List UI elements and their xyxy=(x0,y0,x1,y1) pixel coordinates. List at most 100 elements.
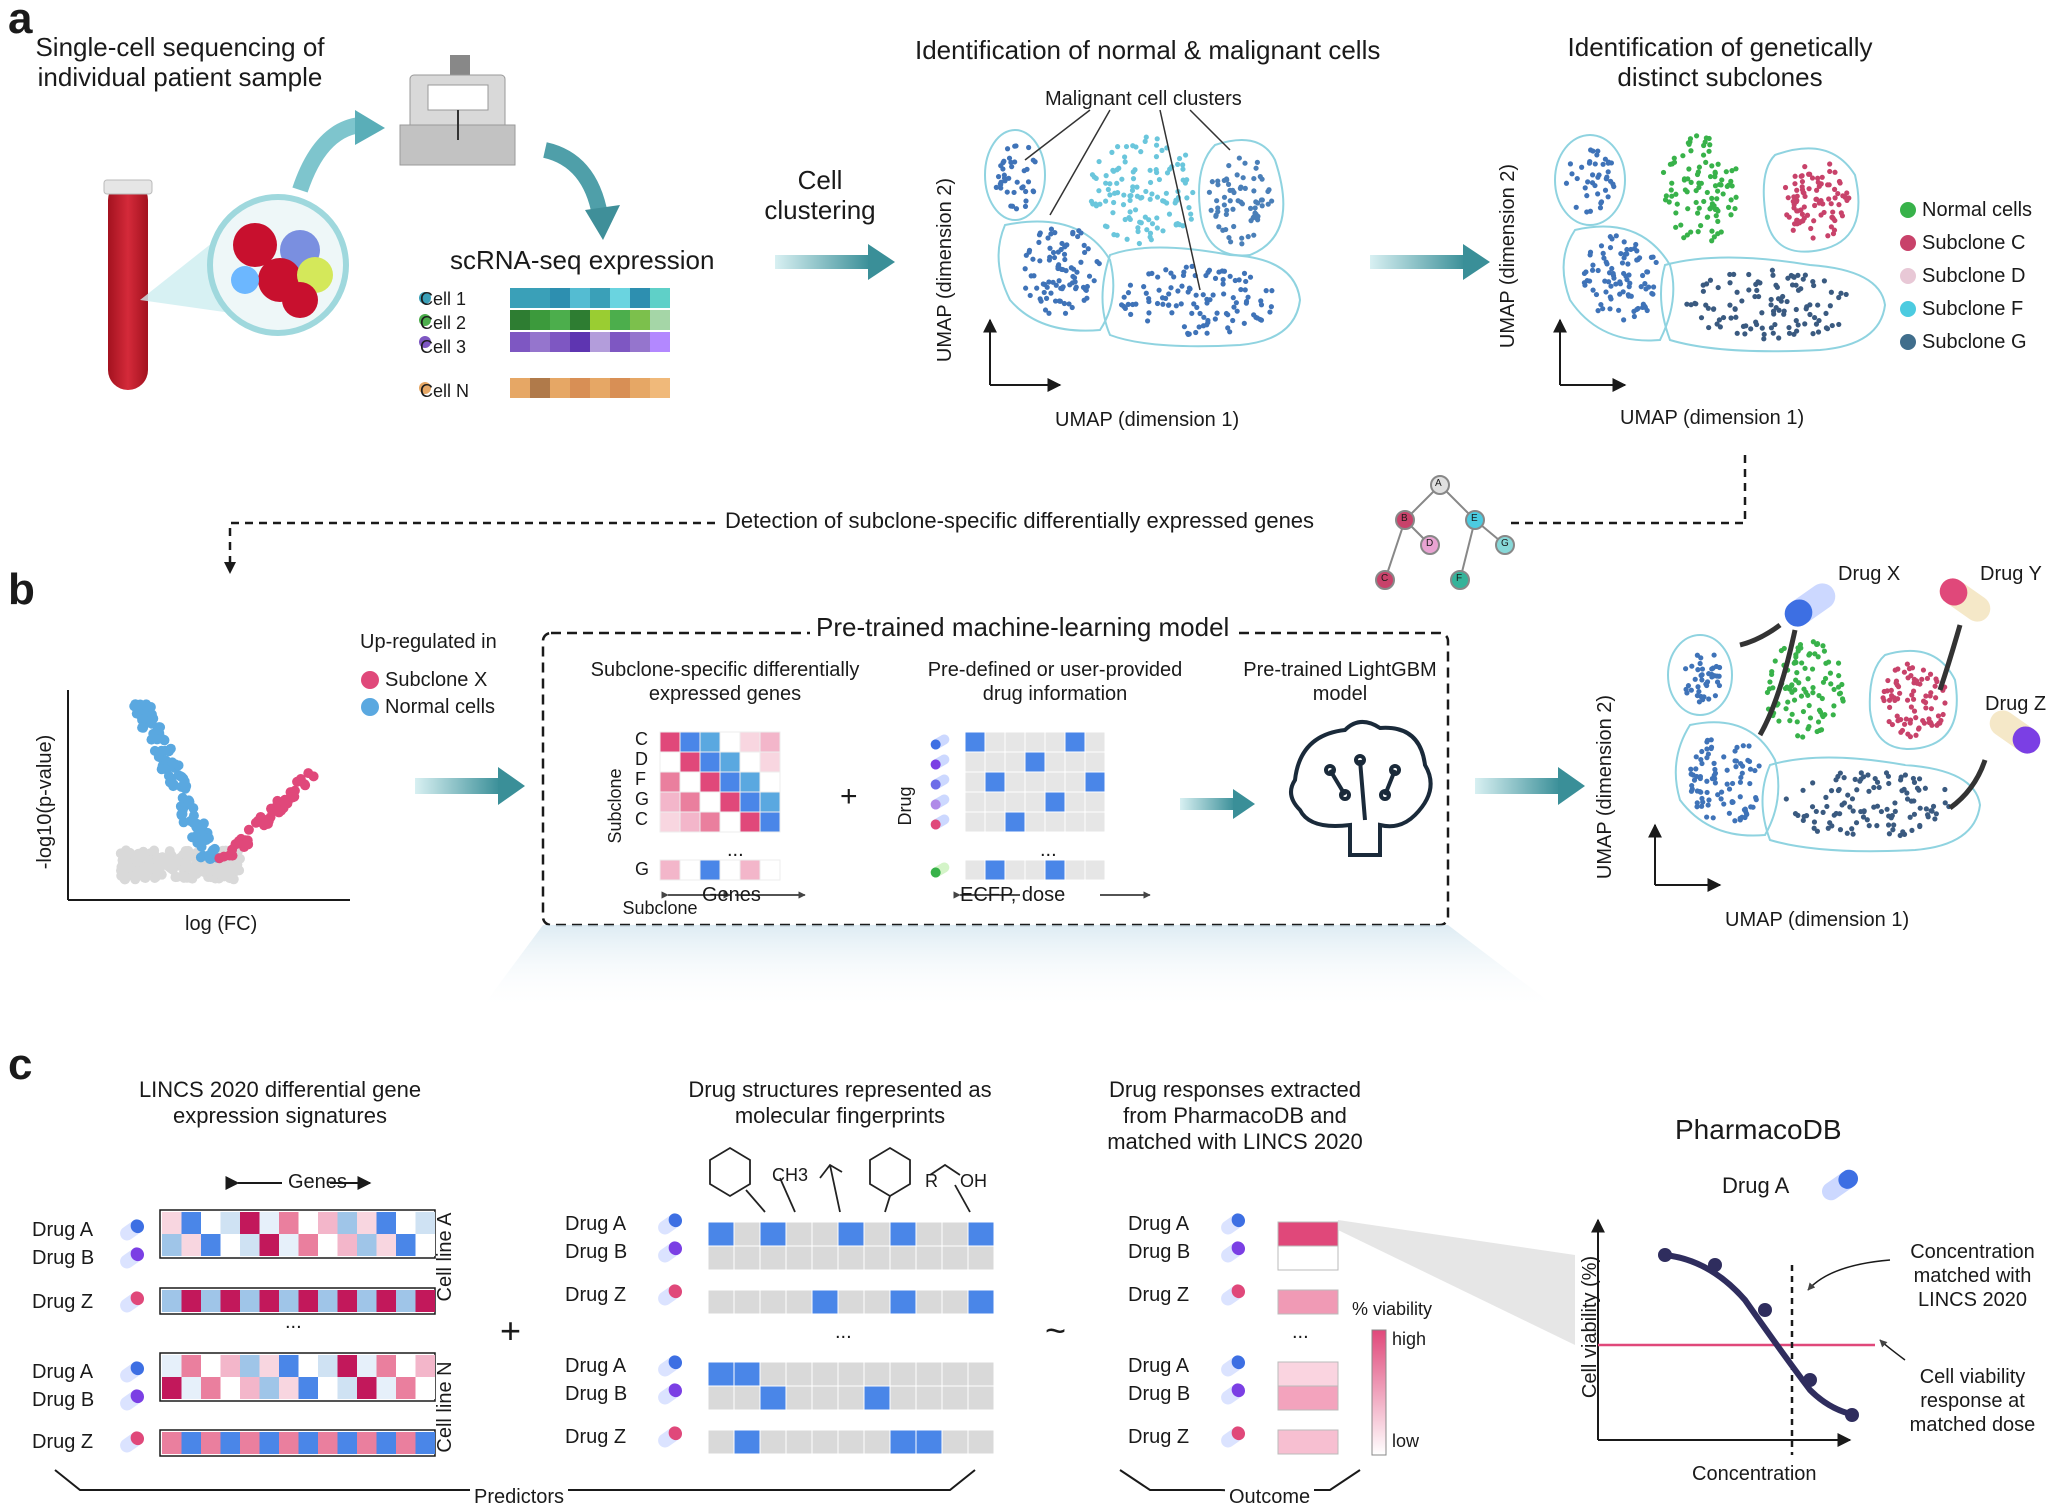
subclone-vertical: Subclone xyxy=(605,768,625,844)
cell-line-n-label: Cell line N xyxy=(434,1361,456,1453)
brain-circuit-icon xyxy=(1289,720,1433,857)
model-shadow xyxy=(480,925,1560,1010)
dashed-connector xyxy=(228,455,1747,565)
legend-subclone-c: Subclone C xyxy=(1922,232,2026,254)
r-label: R xyxy=(925,1171,938,1191)
row-d: D xyxy=(635,749,648,769)
scrna-heatmap xyxy=(419,288,670,398)
lincs-title: LINCS 2020 differential gene expression … xyxy=(138,1077,422,1128)
genes-label-b: Genes xyxy=(702,884,761,906)
legend-subclone-x: Subclone X xyxy=(385,669,488,691)
panel-label-a: a xyxy=(8,0,33,43)
ellipsis-out: ... xyxy=(1292,1321,1309,1343)
drug-row-label: Drug Z xyxy=(32,1291,94,1313)
umap2-points xyxy=(1563,133,1852,342)
cell-1-label: Cell 1 xyxy=(420,289,467,309)
resp-title: Drug responses extracted from PharmacoDB… xyxy=(1107,1077,1363,1154)
umap2-y-label: UMAP (dimension 2) xyxy=(1497,163,1519,349)
legend-subclone-d: Subclone D xyxy=(1922,265,2026,287)
drug-row-label: Drug B xyxy=(565,1241,628,1263)
drug-row-label: Drug Z xyxy=(565,1426,627,1448)
umap2-x-label: UMAP (dimension 1) xyxy=(1620,407,1805,429)
drug-row-label: Drug Z xyxy=(32,1431,94,1453)
pill-icons-c xyxy=(120,1213,1245,1453)
umap1-y-label: UMAP (dimension 2) xyxy=(934,177,956,363)
id-subclones-title: Identification of genetically distinct s… xyxy=(1567,32,1873,92)
tree-node-c: C xyxy=(1381,573,1389,584)
phylogeny-tree xyxy=(1375,475,1515,590)
drug-row-label: Drug A xyxy=(1128,1355,1190,1377)
genes-label-c: Genes xyxy=(288,1171,347,1193)
volcano-y-label: -log10(p-value) xyxy=(34,734,56,870)
drug-row-label: Drug A xyxy=(1128,1213,1190,1235)
lincs-matrix xyxy=(159,1209,436,1457)
drug-row-label: Drug B xyxy=(32,1247,95,1269)
ch3-label: CH3 xyxy=(772,1165,809,1185)
step-single-cell: Single-cell sequencing of individual pat… xyxy=(35,32,325,92)
molecule-sketches xyxy=(709,1146,971,1213)
cell-line-a-label: Cell line A xyxy=(434,1212,456,1302)
deg-title: Subclone-specific differentially express… xyxy=(590,659,860,705)
row-c1: C xyxy=(635,729,648,749)
subclone-legend-dots xyxy=(1900,202,1916,350)
cell-clustering-label: Cell clustering xyxy=(764,165,876,225)
drug-row-label: Drug B xyxy=(1128,1383,1191,1405)
viability-response-label: Cell viability response at matched dose xyxy=(1909,1366,2036,1436)
lightgbm-title: Pre-trained LightGBM model xyxy=(1243,659,1437,705)
legend-normal-cells: Normal cells xyxy=(385,696,496,718)
drug-row-label: Drug Z xyxy=(1128,1284,1190,1306)
panel-label-c: c xyxy=(8,1040,33,1089)
drug-row-label: Drug B xyxy=(565,1383,628,1405)
cell-viability-label: Cell viability (%) xyxy=(1579,1255,1601,1399)
pharmacodb-title: PharmacoDB xyxy=(1675,1114,1842,1145)
pill-drug-a xyxy=(1821,1169,1859,1201)
tilde-c: ~ xyxy=(1045,1310,1067,1351)
sequencer-icon xyxy=(399,55,516,166)
fp-title: Drug structures represented as molecular… xyxy=(688,1077,992,1128)
legend-normal: Normal cells xyxy=(1922,199,2033,221)
ellipsis-lincs: ... xyxy=(285,1311,302,1333)
plus-c: + xyxy=(500,1310,522,1351)
row-c2: C xyxy=(635,809,648,829)
drug-row-label: Drug Z xyxy=(1128,1426,1190,1448)
drug-row-label: Drug A xyxy=(565,1213,627,1235)
pill-icons-b xyxy=(1784,578,2041,754)
volcano-x-label: log (FC) xyxy=(185,913,258,935)
plus-b: + xyxy=(840,780,858,813)
oh-label: OH xyxy=(960,1171,987,1191)
conc-matched-label: Concentration matched with LINCS 2020 xyxy=(1910,1241,2035,1311)
viability-label: % viability xyxy=(1352,1299,1433,1319)
drug-z-label: Drug Z xyxy=(1985,693,2047,715)
tree-node-f: F xyxy=(1456,573,1463,584)
drug-row-label: Drug B xyxy=(1128,1241,1191,1263)
concentration-label: Concentration xyxy=(1692,1463,1817,1485)
ellipsis-drug: ... xyxy=(1040,839,1057,861)
tree-node-g: G xyxy=(1501,538,1509,549)
umap1-x-label: UMAP (dimension 1) xyxy=(1055,409,1240,431)
legend-subclone-f: Subclone F xyxy=(1922,298,2024,320)
umap3-x-label: UMAP (dimension 1) xyxy=(1725,909,1910,931)
umap-clusters-3 xyxy=(1667,634,1982,853)
drug-y-label: Drug Y xyxy=(1980,563,2042,585)
detection-label: Detection of subclone-specific different… xyxy=(725,508,1315,533)
ellipsis-deg: ... xyxy=(727,839,744,861)
drug-row-label: Drug A xyxy=(32,1219,94,1241)
fingerprint-matrix xyxy=(707,1221,995,1455)
tree-node-e: E xyxy=(1471,513,1478,524)
cell-3-label: Cell 3 xyxy=(420,337,467,357)
malignant-callout-lines xyxy=(1024,109,1231,291)
drug-row-label: Drug A xyxy=(565,1355,627,1377)
upregulated-label: Up-regulated in xyxy=(360,631,497,653)
legend-dot-normal xyxy=(361,698,379,716)
predictors-label: Predictors xyxy=(470,1485,569,1509)
legend-subclone-g: Subclone G xyxy=(1922,331,2027,353)
drug-row-label: Drug B xyxy=(32,1389,95,1411)
ecfp-label: ECFP, dose xyxy=(960,884,1066,906)
row-g2: G xyxy=(635,859,650,879)
drug-x-label: Drug X xyxy=(1838,563,1901,585)
drug-fingerprint-matrix xyxy=(930,731,1106,881)
panel-label-b: b xyxy=(8,565,35,614)
curve-arrow-2 xyxy=(542,142,608,217)
drug-a-plot-label: Drug A xyxy=(1722,1173,1790,1198)
